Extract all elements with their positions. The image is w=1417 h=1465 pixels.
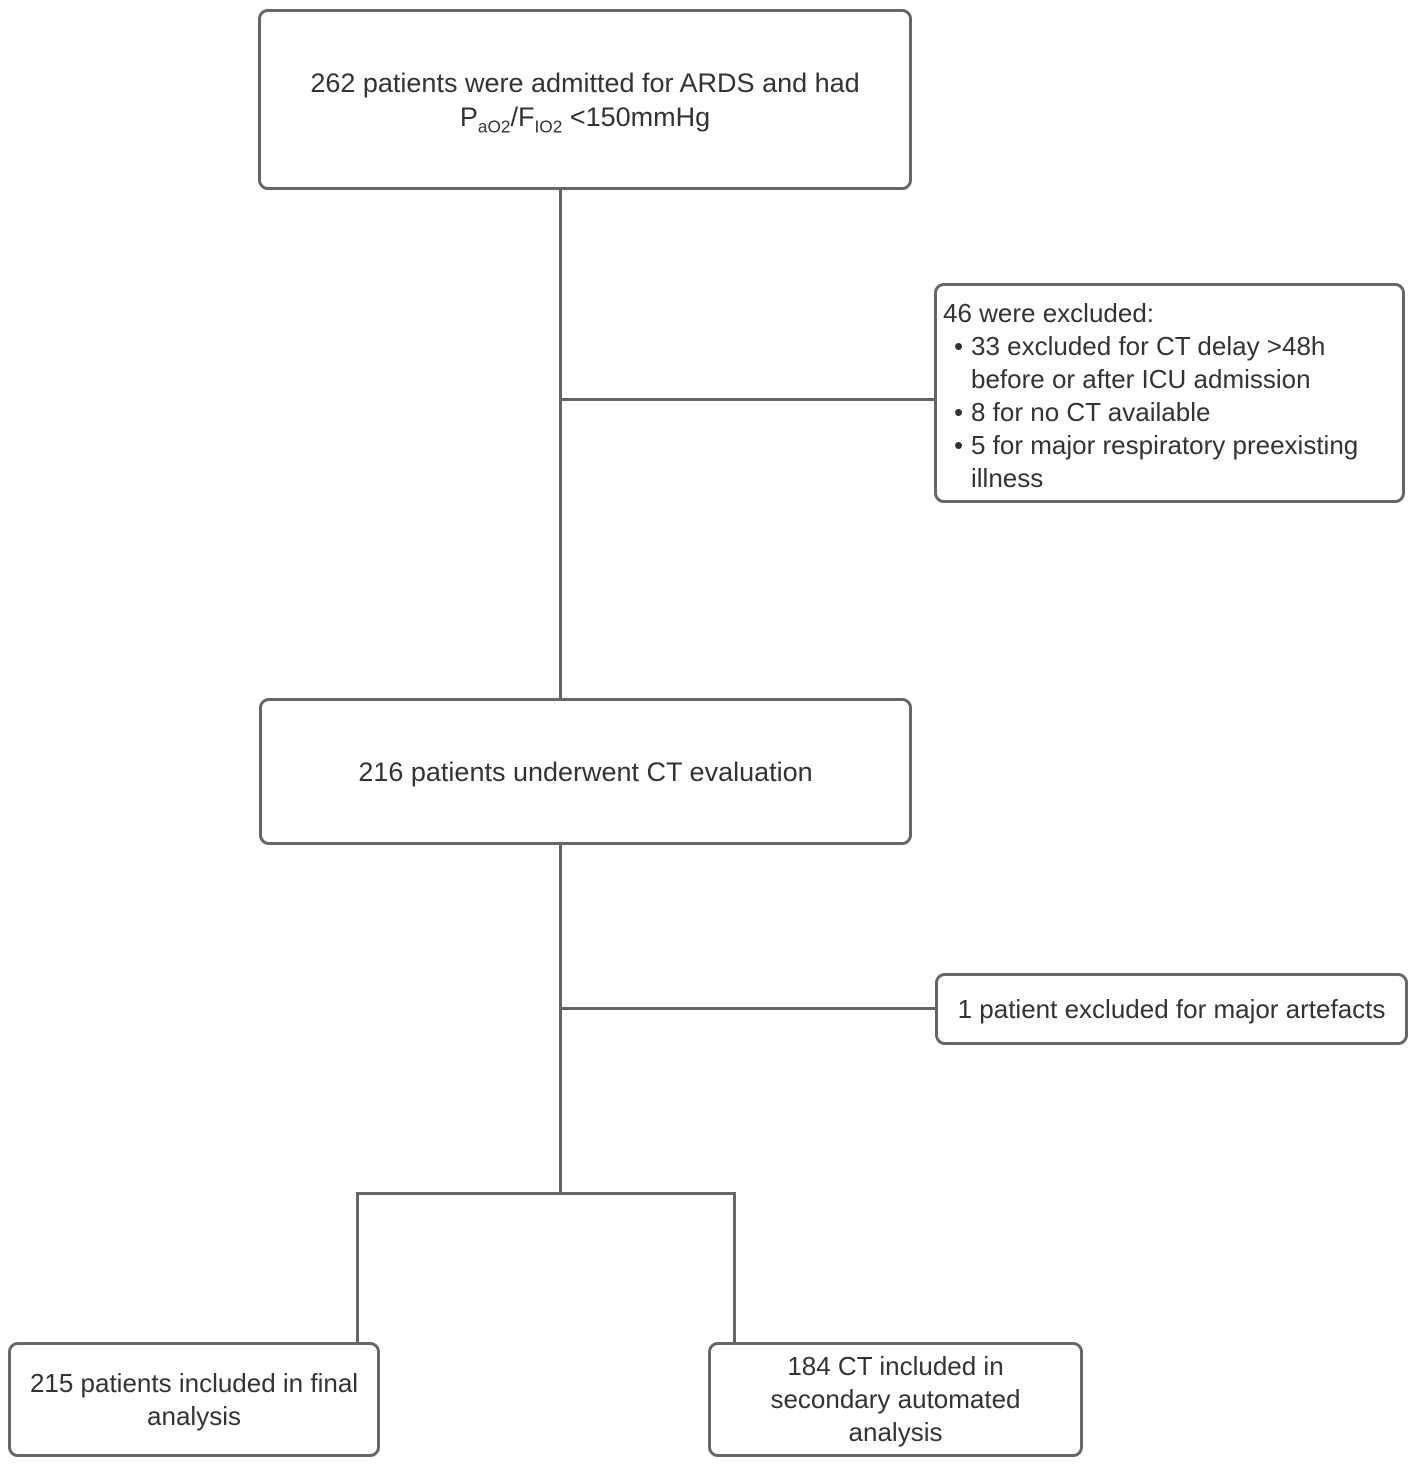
formula-threshold: <150mmHg (562, 101, 711, 132)
connector-split-to-secondary-vertical (733, 1192, 736, 1344)
node-excluded-46: 46 were excluded: • 33 excluded for CT d… (934, 283, 1405, 503)
bullet-icon: • (954, 397, 964, 427)
node-secondary-analysis: 184 CT included in secondary automated a… (708, 1342, 1083, 1457)
node-excluded-artefacts: 1 patient excluded for major artefacts (935, 973, 1408, 1045)
formula-p: P (459, 101, 478, 132)
excluded-46-item3-line1: 5 for major respiratory preexisting (971, 430, 1359, 460)
bullet-icon: • (954, 430, 964, 460)
node-final-analysis-line2: analysis (147, 1400, 241, 1431)
connector-ct-to-split-vertical (559, 843, 562, 1195)
node-admitted-patients-formula: PaO2/FIO2 <150mmHg (459, 100, 711, 136)
connector-to-excluded-46-horizontal (560, 398, 935, 401)
excluded-46-item-text: 33 excluded for CT delay >48h before or … (971, 330, 1394, 396)
connector-to-excluded-artefacts-horizontal (560, 1007, 935, 1010)
excluded-46-item: • 33 excluded for CT delay >48h before o… (943, 330, 1394, 396)
formula-f: /F (510, 101, 535, 132)
excluded-46-item-text: 5 for major respiratory preexisting illn… (971, 429, 1394, 495)
excluded-46-item1-line1: 33 excluded for CT delay >48h (971, 331, 1326, 361)
node-secondary-analysis-line3: analysis (848, 1417, 943, 1447)
excluded-46-item: • 5 for major respiratory preexisting il… (943, 429, 1394, 495)
node-secondary-analysis-line2: secondary automated (770, 1384, 1021, 1414)
connector-top-to-ct-vertical (559, 188, 562, 700)
excluded-46-list: 46 were excluded: • 33 excluded for CT d… (937, 286, 1402, 500)
node-admitted-patients: 262 patients were admitted for ARDS and … (258, 9, 912, 190)
excluded-46-item-text: 8 for no CT available (971, 396, 1394, 429)
bullet-icon: • (954, 331, 964, 361)
excluded-46-title: 46 were excluded: (943, 298, 1155, 328)
excluded-46-item1-line2: before or after ICU admission (971, 364, 1311, 394)
formula-sub-ao2: aO2 (477, 115, 511, 136)
excluded-46-item2-line1: 8 for no CT available (971, 397, 1211, 427)
node-final-analysis-line1: 215 patients included in final (29, 1367, 359, 1398)
excluded-46-item: • 8 for no CT available (943, 396, 1394, 429)
node-ct-evaluation: 216 patients underwent CT evaluation (259, 698, 912, 845)
formula-sub-io2: IO2 (534, 115, 563, 136)
node-excluded-artefacts-label: 1 patient excluded for major artefacts (957, 993, 1386, 1024)
connector-split-horizontal (356, 1192, 736, 1195)
node-ct-evaluation-label: 216 patients underwent CT evaluation (358, 756, 813, 787)
node-admitted-patients-line1: 262 patients were admitted for ARDS and … (310, 67, 860, 98)
excluded-46-item3-line2: illness (971, 463, 1044, 493)
node-secondary-analysis-line1: 184 CT included in (787, 1351, 1004, 1381)
connector-split-to-final-vertical (356, 1192, 359, 1344)
node-final-analysis: 215 patients included in final analysis (8, 1342, 380, 1457)
